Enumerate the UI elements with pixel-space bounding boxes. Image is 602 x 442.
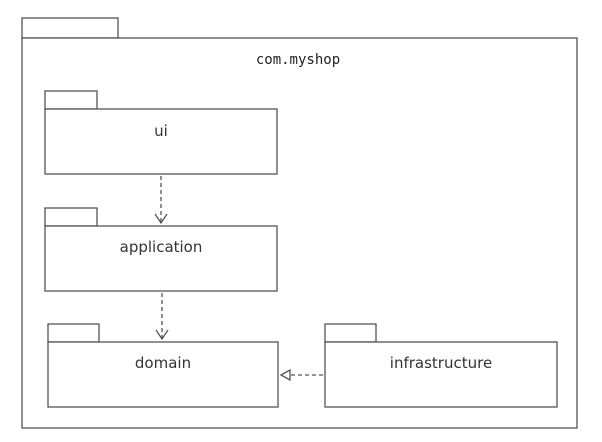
open-arrowhead-icon [154, 213, 168, 225]
hollow-triangle-arrowhead-icon [279, 368, 291, 382]
package-name-infrastructure: infrastructure [390, 354, 492, 372]
package-ui[interactable]: ui [44, 90, 278, 175]
package-name-application: application [120, 238, 203, 256]
package-tab [47, 323, 100, 343]
package-tab [324, 323, 377, 343]
open-arrowhead-icon [155, 329, 169, 341]
package-name-domain: domain [135, 354, 191, 372]
package-tab [44, 90, 98, 110]
package-body [44, 225, 278, 292]
package-body [324, 341, 558, 408]
dependency-ui-to-application [154, 176, 168, 225]
package-body [44, 108, 278, 175]
dependency-infrastructure-to-domain [279, 368, 323, 382]
package-domain[interactable]: domain [47, 323, 279, 408]
package-name-ui: ui [154, 122, 168, 140]
package-name-com-myshop: com.myshop [256, 52, 340, 68]
package-tab [44, 207, 98, 227]
dependency-application-to-domain [155, 293, 169, 341]
package-infrastructure[interactable]: infrastructure [324, 323, 558, 408]
package-tab [21, 17, 119, 39]
package-body [47, 341, 279, 408]
package-application[interactable]: application [44, 207, 278, 292]
